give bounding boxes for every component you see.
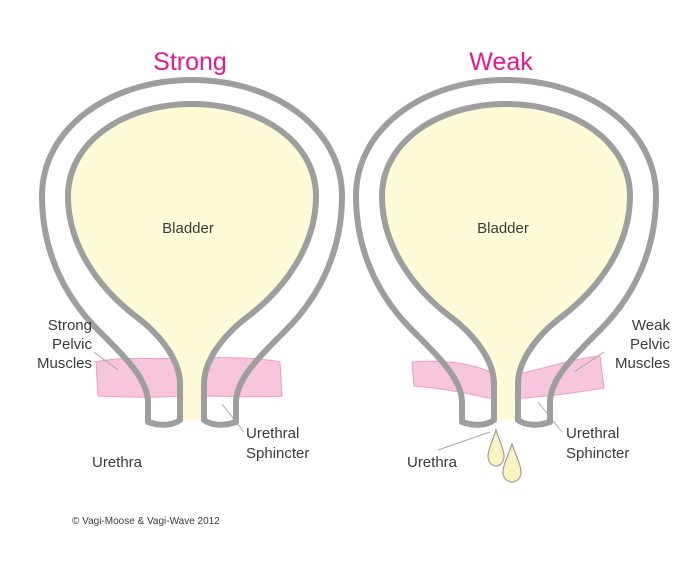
strong-sphincter-label-2: Sphincter xyxy=(246,445,309,462)
strong-urethra-tube xyxy=(145,417,239,428)
strong-panel: Strong Bladder Strong Pelvic Muscles Ure… xyxy=(37,48,345,471)
strong-bladder-outer-wall xyxy=(39,77,345,425)
weak-sphincter-leader xyxy=(537,401,563,433)
weak-urethra-label: Urethra xyxy=(407,454,458,471)
weak-heading: Weak xyxy=(469,48,533,76)
weak-bladder-outer-wall xyxy=(353,77,659,425)
weak-urethra-tube xyxy=(459,417,553,428)
copyright-notice: © Vagi-Moose & Vagi-Wave 2012 xyxy=(72,516,220,527)
strong-urethra-label: Urethra xyxy=(92,454,143,471)
weak-muscle-label-3: Muscles xyxy=(615,355,670,372)
weak-bladder-inner-wall xyxy=(379,101,633,423)
weak-sphincter-label-2: Sphincter xyxy=(566,445,629,462)
weak-leak-drop-1 xyxy=(487,428,505,467)
weak-bladder-label: Bladder xyxy=(477,220,529,237)
strong-muscle-label-1: Strong xyxy=(48,317,92,334)
strong-sphincter-label-1: Urethral xyxy=(246,425,299,442)
weak-sphincter-label-1: Urethral xyxy=(566,425,619,442)
weak-urethra-leader xyxy=(437,431,491,451)
strong-bladder-inner-wall xyxy=(65,101,319,423)
strong-bladder-label: Bladder xyxy=(162,220,214,237)
strong-heading: Strong xyxy=(153,48,227,76)
strong-muscle-leader xyxy=(93,351,119,371)
strong-muscle-label-2: Pelvic xyxy=(52,336,93,353)
weak-panel: Weak Bladder Weak Pelvic Muscles Urethra… xyxy=(353,48,671,483)
weak-muscle-leader xyxy=(573,351,605,373)
weak-muscle-label-2: Pelvic xyxy=(630,336,671,353)
strong-muscle-label-3: Muscles xyxy=(37,355,92,372)
weak-leak-drop-2 xyxy=(502,442,522,483)
strong-sphincter-leader xyxy=(221,403,245,433)
weak-muscle-label-1: Weak xyxy=(632,317,671,334)
